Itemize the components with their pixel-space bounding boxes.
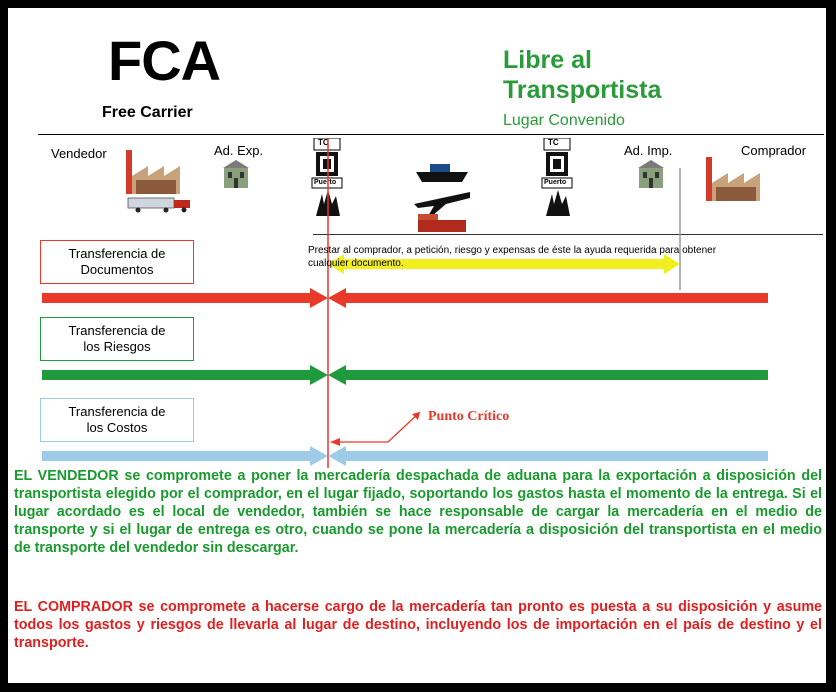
documents-transfer-arrow xyxy=(42,288,768,308)
import-terminal-icon xyxy=(541,138,573,216)
cost-transfer-arrow xyxy=(42,446,768,466)
customs-building-icon xyxy=(223,160,249,188)
transfer-arrows xyxy=(42,138,768,468)
transport-modes-icon xyxy=(414,164,470,232)
buyer-factory-icon xyxy=(706,157,760,201)
document-assistance-note: Prestar al comprador, a petición, riesgo… xyxy=(308,245,717,269)
train-icon xyxy=(418,214,466,232)
buyer-label: Comprador xyxy=(741,143,807,158)
seller-obligations-text: EL VENDEDOR se compromete a poner la mer… xyxy=(14,468,822,556)
lower-divider xyxy=(313,234,823,235)
agreed-place-label: Lugar Convenido xyxy=(503,112,625,129)
top-divider xyxy=(38,134,824,135)
import-tc-label: TC xyxy=(548,138,559,147)
risk-transfer-arrow xyxy=(42,365,768,385)
seller-label: Vendedor xyxy=(51,146,107,161)
incoterm-english-name: Free Carrier xyxy=(102,104,193,121)
ship-icon xyxy=(416,164,468,182)
export-customs-label: Ad. Exp. xyxy=(214,143,264,158)
document-assistance-arrow xyxy=(328,254,680,274)
import-port-label: Puerto xyxy=(544,179,567,186)
critical-point-label: Punto Crítico xyxy=(428,409,510,424)
export-tc-label: TC xyxy=(318,138,329,147)
export-port-label: Puerto xyxy=(314,179,337,186)
airplane-icon xyxy=(414,192,470,216)
incoterm-code: FCA xyxy=(108,29,221,92)
buyer-obligations-text: EL COMPRADOR se compromete a hacerse car… xyxy=(14,599,822,651)
import-customs-building-icon xyxy=(638,160,664,188)
import-customs-label: Ad. Imp. xyxy=(624,143,673,158)
terminal-icon xyxy=(311,138,343,216)
critical-point-pointer xyxy=(330,411,421,446)
truck-icon xyxy=(127,197,190,213)
factory-icon xyxy=(126,150,180,194)
